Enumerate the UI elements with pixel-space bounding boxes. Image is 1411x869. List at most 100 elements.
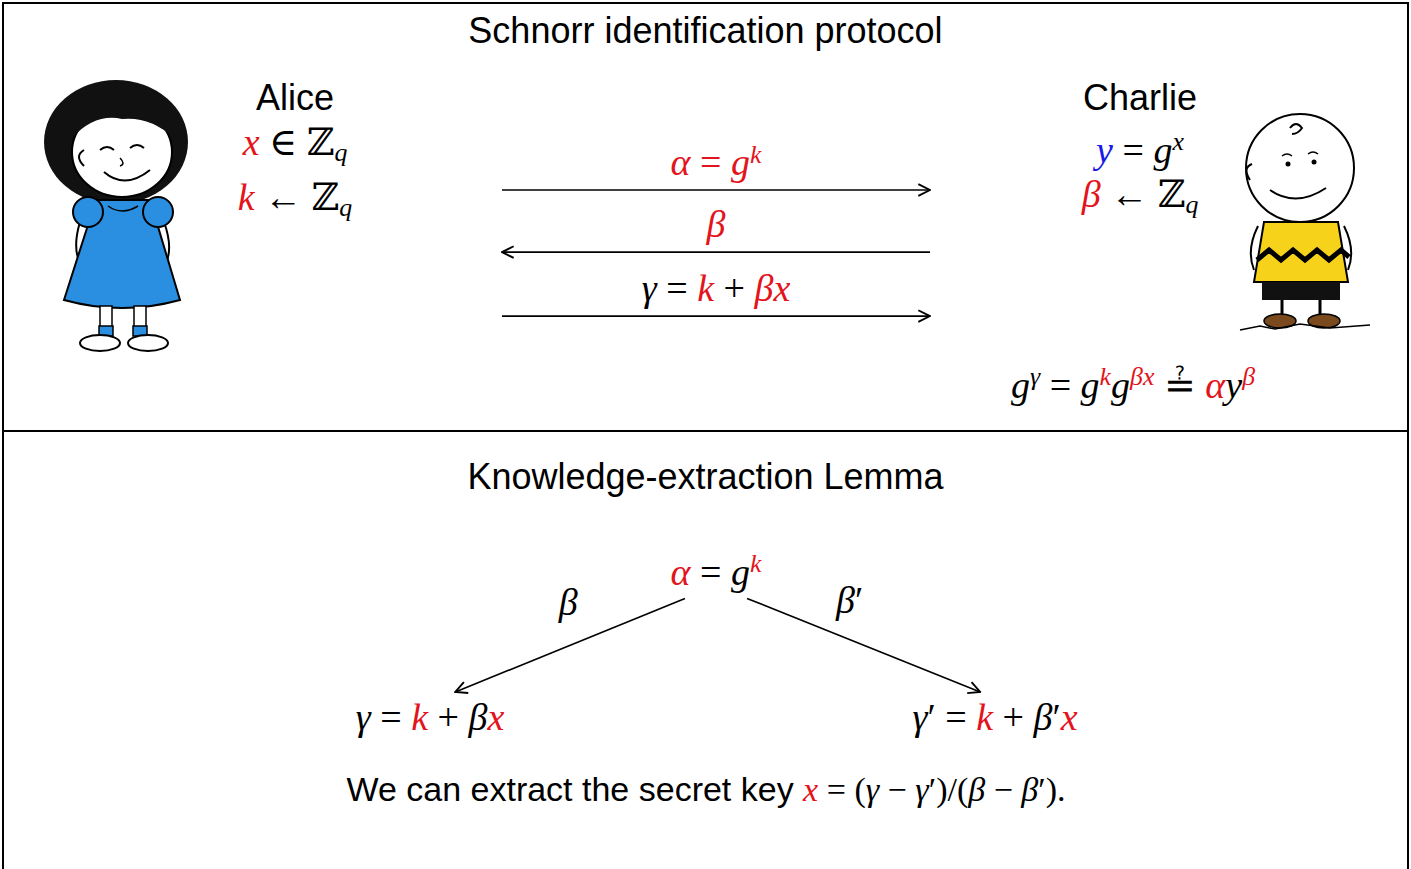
text-run: = bbox=[657, 267, 697, 309]
text-run: − bbox=[985, 771, 1021, 808]
leg bbox=[134, 306, 146, 328]
actor-box: Charliey = gxβ ← ℤq bbox=[930, 72, 1370, 342]
text-run: Schnorr identification protocol bbox=[468, 10, 942, 51]
text-run: γ bbox=[866, 771, 879, 808]
text-run: ′). bbox=[1038, 771, 1065, 808]
text-run: βx bbox=[754, 267, 790, 309]
text-run: = bbox=[691, 141, 731, 183]
node-heading: Alice bbox=[238, 76, 353, 120]
edge-label: γ = k + βx bbox=[640, 266, 793, 312]
hair bbox=[44, 80, 188, 204]
text-run: x bbox=[243, 121, 260, 163]
text-run: α bbox=[671, 141, 691, 183]
formula-box: γ = k + βx bbox=[346, 692, 515, 744]
text-run: β bbox=[707, 203, 726, 245]
text-run: q bbox=[334, 138, 347, 167]
text-run: γ bbox=[912, 696, 927, 738]
text-run: βx bbox=[1130, 362, 1154, 391]
verification-equation: gγ = gkgβx ≟ αyβ bbox=[1009, 361, 1257, 409]
text-run: β bbox=[1033, 696, 1052, 738]
text-run: ′ = bbox=[927, 696, 976, 738]
text-run: ≟ bbox=[1154, 364, 1205, 406]
text-run: k bbox=[750, 549, 761, 578]
text-run: α bbox=[1205, 364, 1225, 406]
formula-box: γ′ = k + β′x bbox=[902, 692, 1087, 744]
bangs bbox=[72, 98, 174, 138]
text-column: Charliey = gxβ ← ℤq bbox=[1082, 76, 1199, 227]
text-run: α bbox=[671, 551, 691, 593]
text-run: = ( bbox=[818, 771, 866, 808]
text-run: k bbox=[750, 139, 761, 168]
text-run: Knowledge-extraction Lemma bbox=[467, 456, 943, 497]
text-run: g bbox=[731, 141, 750, 183]
formula-text: x ∈ ℤq bbox=[238, 120, 353, 175]
text-run: β bbox=[559, 581, 578, 623]
sleeve bbox=[73, 197, 103, 227]
head bbox=[1246, 114, 1354, 222]
sleeve bbox=[143, 197, 173, 227]
text-run: β bbox=[1082, 173, 1101, 215]
grass bbox=[1240, 324, 1370, 330]
text-run: k bbox=[1100, 362, 1111, 391]
text-run: γ bbox=[915, 771, 928, 808]
eye bbox=[1286, 162, 1291, 167]
mouth bbox=[104, 170, 150, 181]
text-run: ′ bbox=[855, 579, 863, 621]
formula-box: α = gk bbox=[661, 546, 772, 598]
text-run: q bbox=[339, 194, 352, 223]
text-run: ′ bbox=[1052, 696, 1060, 738]
edge-label: β bbox=[705, 202, 728, 248]
formula-text: k ← ℤq bbox=[238, 175, 353, 230]
node-heading: γ = k + βx bbox=[356, 694, 505, 742]
text-run: k bbox=[411, 696, 428, 738]
text-column: Alicex ∈ ℤqk ← ℤq bbox=[238, 76, 353, 231]
text-run: γ bbox=[356, 696, 371, 738]
text-run: k bbox=[697, 267, 714, 309]
zigzag bbox=[1257, 250, 1349, 260]
ear bbox=[79, 150, 84, 166]
brow bbox=[1282, 154, 1292, 156]
text-run: x bbox=[803, 771, 818, 808]
text-run: k bbox=[976, 696, 993, 738]
mouth bbox=[1270, 188, 1326, 199]
arrow-connector bbox=[502, 315, 930, 317]
edge-label: α = gk bbox=[669, 138, 764, 186]
node-heading: Charlie bbox=[1082, 76, 1199, 120]
text-run: k bbox=[238, 176, 255, 218]
text-run: ∈ ℤ bbox=[260, 121, 335, 163]
text-run: Alice bbox=[256, 77, 334, 118]
text-run: + bbox=[714, 267, 754, 309]
text-run: q bbox=[1185, 190, 1198, 219]
hair bbox=[1290, 124, 1302, 134]
collar bbox=[108, 206, 138, 211]
text-run: = bbox=[691, 551, 731, 593]
text-run: − bbox=[879, 771, 915, 808]
nose bbox=[120, 158, 123, 166]
text-run: g bbox=[1011, 364, 1030, 406]
charlie-figure bbox=[1240, 114, 1370, 330]
text-run: β bbox=[1021, 771, 1038, 808]
text-run: = bbox=[1113, 129, 1153, 171]
text-run: γ bbox=[642, 267, 657, 309]
text-run: g bbox=[731, 551, 750, 593]
text-run: = bbox=[1040, 364, 1080, 406]
ear bbox=[1246, 164, 1252, 180]
text-run: x bbox=[487, 696, 504, 738]
shoe bbox=[80, 335, 120, 351]
text-run: y bbox=[1225, 364, 1242, 406]
connector-group bbox=[455, 190, 980, 692]
arrow-connector bbox=[502, 251, 930, 253]
text-run: + bbox=[993, 696, 1033, 738]
eye bbox=[1312, 160, 1317, 165]
shorts bbox=[1262, 282, 1340, 300]
shirt bbox=[1254, 222, 1348, 282]
text-run: γ bbox=[1030, 362, 1040, 391]
formula-text: β ← ℤq bbox=[1082, 172, 1199, 227]
text-run: β bbox=[468, 696, 487, 738]
brow bbox=[1308, 152, 1318, 154]
edge-label: β′ bbox=[834, 578, 865, 624]
